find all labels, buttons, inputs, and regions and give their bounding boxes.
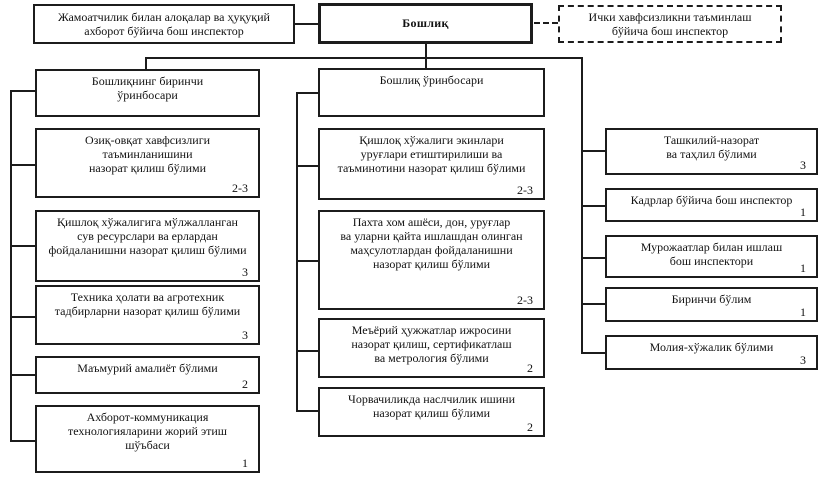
connector-stub bbox=[296, 92, 319, 94]
staff-count: 1 bbox=[800, 204, 806, 219]
connector-main-rail bbox=[145, 57, 583, 59]
node-seeds-dept: Қишлоқ хўжалиги экинлари уруғлари етишти… bbox=[318, 128, 545, 200]
node-finance-dept: Молия-хўжалик бўлими 3 bbox=[605, 335, 818, 370]
staff-count: 2-3 bbox=[232, 180, 248, 195]
staff-count: 2 bbox=[527, 360, 533, 375]
connector-stub bbox=[581, 352, 606, 354]
node-label: Ички хавфсизликни таъминлаш бўйича бош и… bbox=[588, 9, 752, 38]
connector-stub bbox=[10, 374, 36, 376]
node-label: Чорвачиликда наслчилик ишини назорат қил… bbox=[348, 392, 515, 421]
staff-count: 2 bbox=[242, 376, 248, 391]
node-label: Мурожаатлар билан ишлаш бош инспектори bbox=[640, 240, 783, 269]
node-pr-legal-inspector: Жамоатчилик билан алоқалар ва ҳуқуқий ах… bbox=[33, 4, 295, 44]
node-label: Бошлиқ ўринбосари bbox=[379, 73, 484, 87]
staff-count: 1 bbox=[800, 304, 806, 319]
node-first-deputy: Бошлиқнинг биринчи ўринбосари bbox=[35, 69, 260, 117]
connector-middle-trunk bbox=[296, 92, 298, 412]
node-label: Жамоатчилик билан алоқалар ва ҳуқуқий ах… bbox=[58, 9, 270, 38]
node-label: Пахта хом ашёси, дон, уруғлар ва уларни … bbox=[340, 215, 523, 272]
connector-stub bbox=[10, 440, 36, 442]
node-internal-security-inspector: Ички хавфсизликни таъминлаш бўйича бош и… bbox=[558, 5, 782, 43]
connector-stub bbox=[581, 150, 606, 152]
connector-stub bbox=[10, 245, 36, 247]
node-label: Бошлиқ bbox=[402, 16, 449, 31]
connector-stub bbox=[296, 410, 319, 412]
staff-count: 3 bbox=[242, 264, 248, 279]
node-hr-inspector: Кадрлар бўйича бош инспектор 1 bbox=[605, 188, 818, 222]
connector-stub bbox=[10, 90, 36, 92]
node-normative-cert-metrology-dept: Меъёрий ҳужжатлар ижросини назорат қилиш… bbox=[318, 318, 545, 378]
staff-count: 1 bbox=[242, 455, 248, 470]
node-label: Техника ҳолати ва агротехник тадбирларни… bbox=[54, 290, 241, 319]
node-label: Кадрлар бўйича бош инспектор bbox=[630, 193, 793, 207]
connector-stub bbox=[10, 164, 36, 166]
node-cotton-grain-dept: Пахта хом ашёси, дон, уруғлар ва уларни … bbox=[318, 210, 545, 310]
node-label: Ташкилий-назорат ва таҳлил бўлими bbox=[663, 133, 760, 162]
node-label: Маъмурий амалиёт бўлими bbox=[77, 361, 218, 375]
node-label: Ахборот-коммуникация технологияларини жо… bbox=[68, 410, 227, 453]
staff-count: 2-3 bbox=[517, 292, 533, 307]
node-livestock-breeding-dept: Чорвачиликда наслчилик ишини назорат қил… bbox=[318, 387, 545, 437]
node-first-department: Биринчи бўлим 1 bbox=[605, 287, 818, 322]
connector-stub bbox=[581, 205, 606, 207]
node-label: Меъёрий ҳужжатлар ижросини назорат қилиш… bbox=[351, 323, 512, 366]
node-food-safety-dept: Озиқ-овқат хавфсизлиги таъминланишини на… bbox=[35, 128, 260, 198]
node-label: Молия-хўжалик бўлими bbox=[649, 340, 774, 354]
staff-count: 2 bbox=[527, 419, 533, 434]
node-appeals-inspector: Мурожаатлар билан ишлаш бош инспектори 1 bbox=[605, 235, 818, 278]
node-admin-practice-dept: Маъмурий амалиёт бўлими 2 bbox=[35, 356, 260, 394]
staff-count: 3 bbox=[242, 327, 248, 342]
staff-count: 2-3 bbox=[517, 182, 533, 197]
connector-stub bbox=[296, 260, 319, 262]
node-label: Озиқ-овқат хавфсизлиги таъминланишини на… bbox=[84, 133, 211, 176]
connector-stub bbox=[296, 350, 319, 352]
node-tech-agro-dept: Техника ҳолати ва агротехник тадбирларни… bbox=[35, 285, 260, 345]
node-water-land-dept: Қишлоқ хўжалигига мўлжалланган сув ресур… bbox=[35, 210, 260, 282]
connector-chief-to-security-dashed bbox=[534, 22, 558, 24]
connector-pr-to-chief bbox=[295, 23, 319, 25]
node-ict-dept: Ахборот-коммуникация технологияларини жо… bbox=[35, 405, 260, 473]
staff-count: 3 bbox=[800, 352, 806, 367]
connector-stub bbox=[581, 303, 606, 305]
connector-stub bbox=[296, 165, 319, 167]
node-label: Қишлоқ хўжалигига мўлжалланган сув ресур… bbox=[48, 215, 247, 258]
node-chief: Бошлиқ bbox=[318, 3, 533, 44]
connector-chief-down bbox=[425, 44, 427, 69]
connector-rail-to-first-deputy bbox=[145, 57, 147, 70]
connector-stub bbox=[581, 257, 606, 259]
node-label: Бошлиқнинг биринчи ўринбосари bbox=[91, 74, 204, 103]
node-deputy: Бошлиқ ўринбосари bbox=[318, 68, 545, 117]
connector-stub bbox=[10, 316, 36, 318]
node-org-control-analysis-dept: Ташкилий-назорат ва таҳлил бўлими 3 bbox=[605, 128, 818, 175]
node-label: Қишлоқ хўжалиги экинлари уруғлари етишти… bbox=[337, 133, 526, 176]
connector-left-trunk bbox=[10, 90, 12, 442]
node-label: Биринчи бўлим bbox=[671, 292, 752, 306]
staff-count: 3 bbox=[800, 157, 806, 172]
staff-count: 1 bbox=[800, 260, 806, 275]
